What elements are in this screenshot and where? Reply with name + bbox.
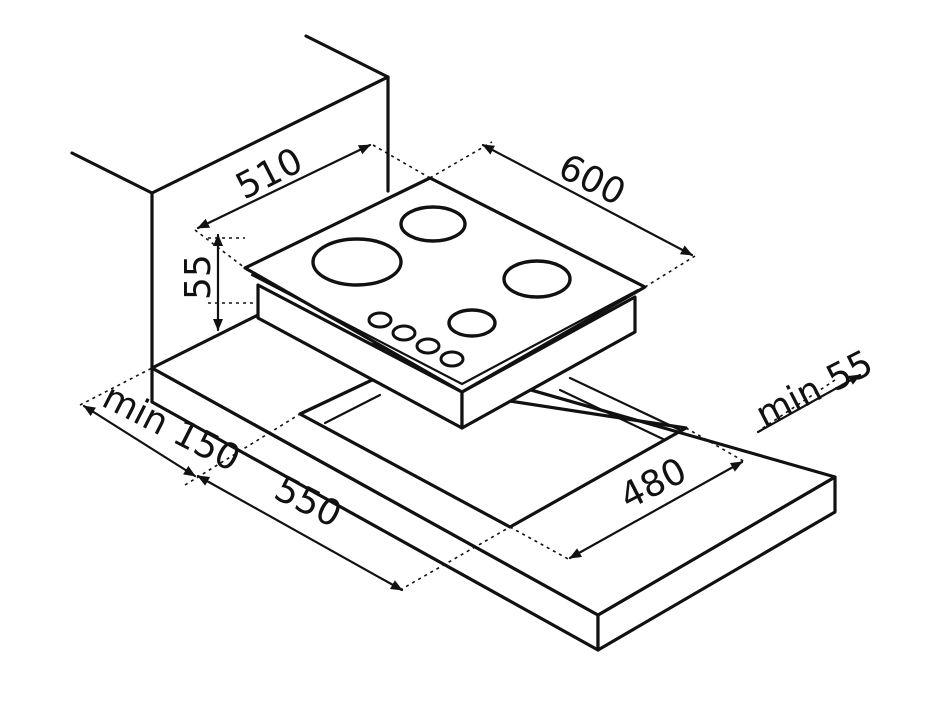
dim-arrow-width: [196, 143, 372, 230]
dimension-arrows: [82, 143, 862, 592]
knob-4: [439, 350, 465, 368]
label-side-clearance: min 55: [749, 343, 879, 436]
label-depth: 600: [552, 146, 632, 214]
burner-right: [502, 259, 572, 299]
dim-arrow-cutout-depth: [568, 460, 744, 560]
cutout-inner-edge-right: [558, 388, 667, 442]
burner-small: [447, 308, 497, 338]
cutout-inner-edge-right-2: [568, 376, 682, 432]
cutout-inner-edge-left: [323, 393, 382, 425]
label-height: 55: [178, 254, 219, 300]
burner-large: [311, 237, 403, 287]
hob-appliance: [243, 176, 647, 430]
control-knobs: [367, 311, 465, 368]
hob-plate-bevel: [250, 273, 640, 386]
knob-1: [367, 311, 393, 329]
burner-back-left: [399, 205, 467, 243]
wall-unit: [70, 34, 390, 370]
wall-top-edge: [70, 34, 390, 195]
cooking-zones: [311, 205, 572, 338]
dim-arrow-wall-clearance: [82, 404, 197, 478]
knob-3: [415, 337, 441, 355]
hob-side-face: [460, 295, 637, 430]
dim-arrow-side-clearance: [756, 373, 862, 434]
dim-arrow-depth: [481, 143, 694, 257]
knob-2: [391, 324, 417, 342]
dim-arrow-cutout-width: [196, 474, 404, 592]
